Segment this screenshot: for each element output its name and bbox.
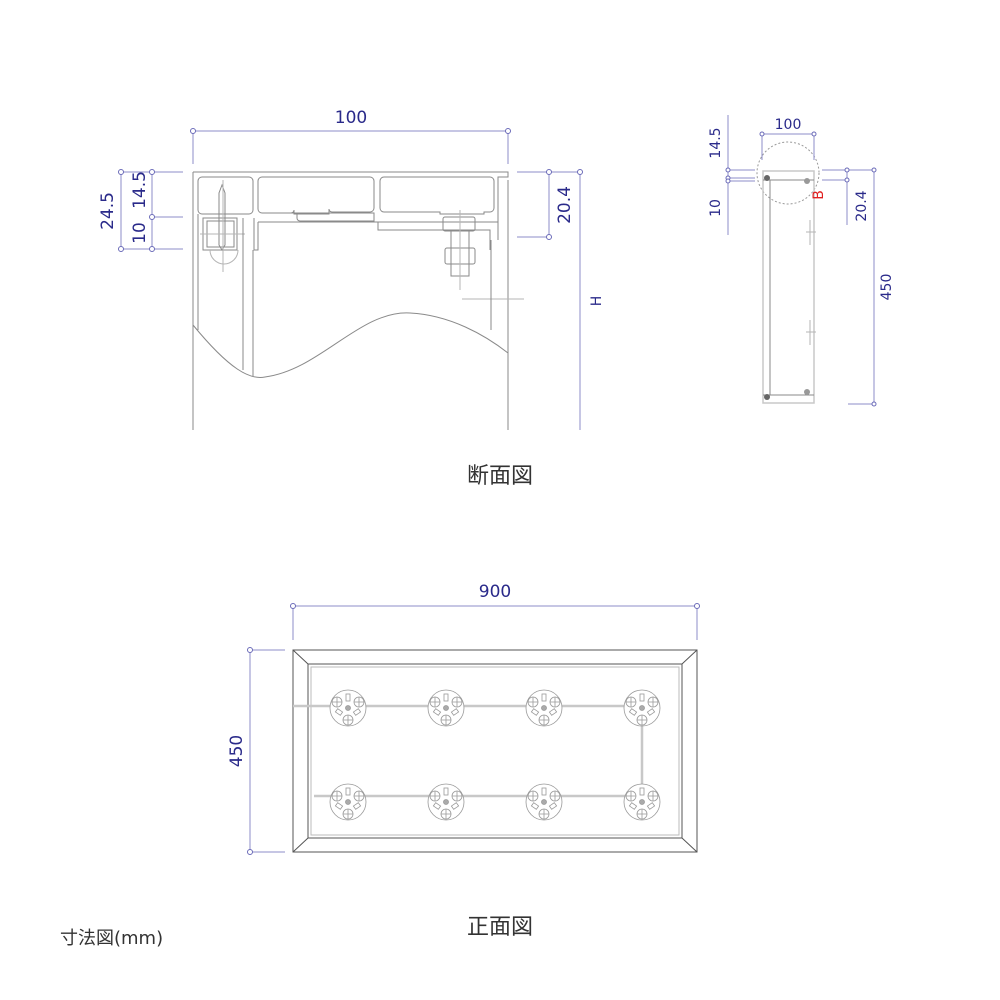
drawing-caption: 寸法図(mm) [60, 928, 163, 949]
section-width-label: 100 [335, 108, 367, 128]
upper-height-label: 14.5 [130, 171, 150, 209]
led-module [427, 689, 465, 727]
led-module [427, 783, 465, 821]
led-module [329, 689, 367, 727]
front-dimensions: 900 450 [227, 582, 700, 855]
side-upper-label: 14.5 [708, 127, 724, 158]
led-module [623, 689, 661, 727]
side-lower-label: 10 [708, 199, 724, 217]
total-height-label: 24.5 [98, 192, 118, 230]
detail-b-label: B [811, 190, 827, 200]
side-offset-label: 20.4 [854, 190, 870, 221]
section-dimensions: 100 24.5 14.5 10 20.4 H [98, 108, 605, 430]
lower-height-label: 10 [130, 222, 150, 244]
led-module-grid [329, 689, 661, 821]
right-offset-label: 20.4 [555, 186, 575, 224]
front-view [292, 649, 698, 853]
side-height-label: 450 [879, 274, 895, 301]
section-view-title: 断面図 [467, 464, 533, 489]
led-module [525, 689, 563, 727]
front-height-label: 450 [227, 735, 247, 767]
led-module [525, 783, 563, 821]
led-module [623, 783, 661, 821]
section-view [192, 171, 524, 430]
front-view-title: 正面図 [467, 915, 533, 940]
height-h-label: H [589, 296, 605, 307]
side-width-label: 100 [775, 117, 802, 133]
led-module [329, 783, 367, 821]
side-view: 100 14.5 10 B 20.4 450 [708, 115, 895, 407]
front-width-label: 900 [479, 582, 511, 602]
